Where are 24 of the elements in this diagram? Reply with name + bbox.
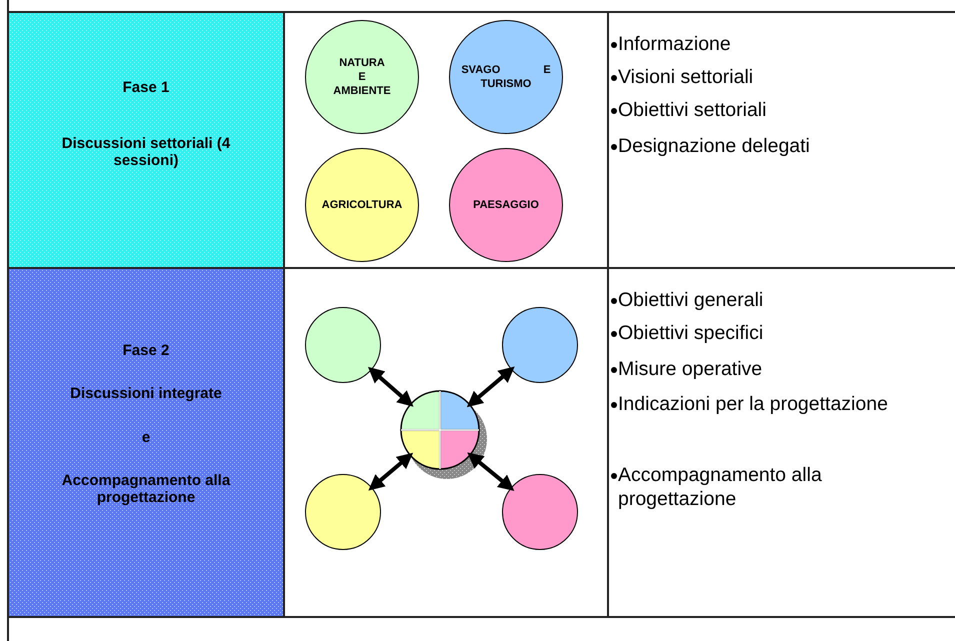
double-arrow — [368, 452, 414, 491]
double-arrow — [466, 366, 515, 408]
bullet-item: Visioni settoriali — [618, 65, 754, 89]
bullet-item: Designazione delegati — [618, 134, 810, 158]
circle-label: NATURA E AMBIENTE — [332, 56, 392, 98]
bullet-item: Indicazioni per la progettazione — [618, 392, 888, 416]
circle-label: PAESAGGIO — [472, 198, 540, 212]
double-arrow — [368, 366, 414, 407]
double-arrow — [467, 452, 514, 491]
circle-label: AGRICOLTURA — [320, 198, 404, 212]
bullet-item: Misure operative — [618, 357, 762, 381]
phase-text: Accompagnamento alla progettazione — [60, 472, 232, 506]
phase-text: e — [140, 429, 152, 446]
bullet-item: Obiettivi specifici — [618, 321, 764, 345]
phase-text: Discussioni settoriali (4 sessioni) — [60, 135, 232, 169]
circle-label: SVAGO E TURISMO — [461, 63, 551, 91]
bullet-item: Informazione — [618, 32, 731, 56]
phase-title: Fase 1 — [122, 79, 170, 96]
bullet-item: Accompagnamento alla progettazione — [618, 463, 823, 511]
bullet-item: Obiettivi settoriali — [618, 98, 766, 122]
bullet-item: Obiettivi generali — [618, 288, 764, 312]
phase-title: Fase 2 — [122, 342, 170, 359]
phase-text: Discussioni integrate — [69, 385, 223, 402]
pie-circle — [400, 390, 480, 470]
